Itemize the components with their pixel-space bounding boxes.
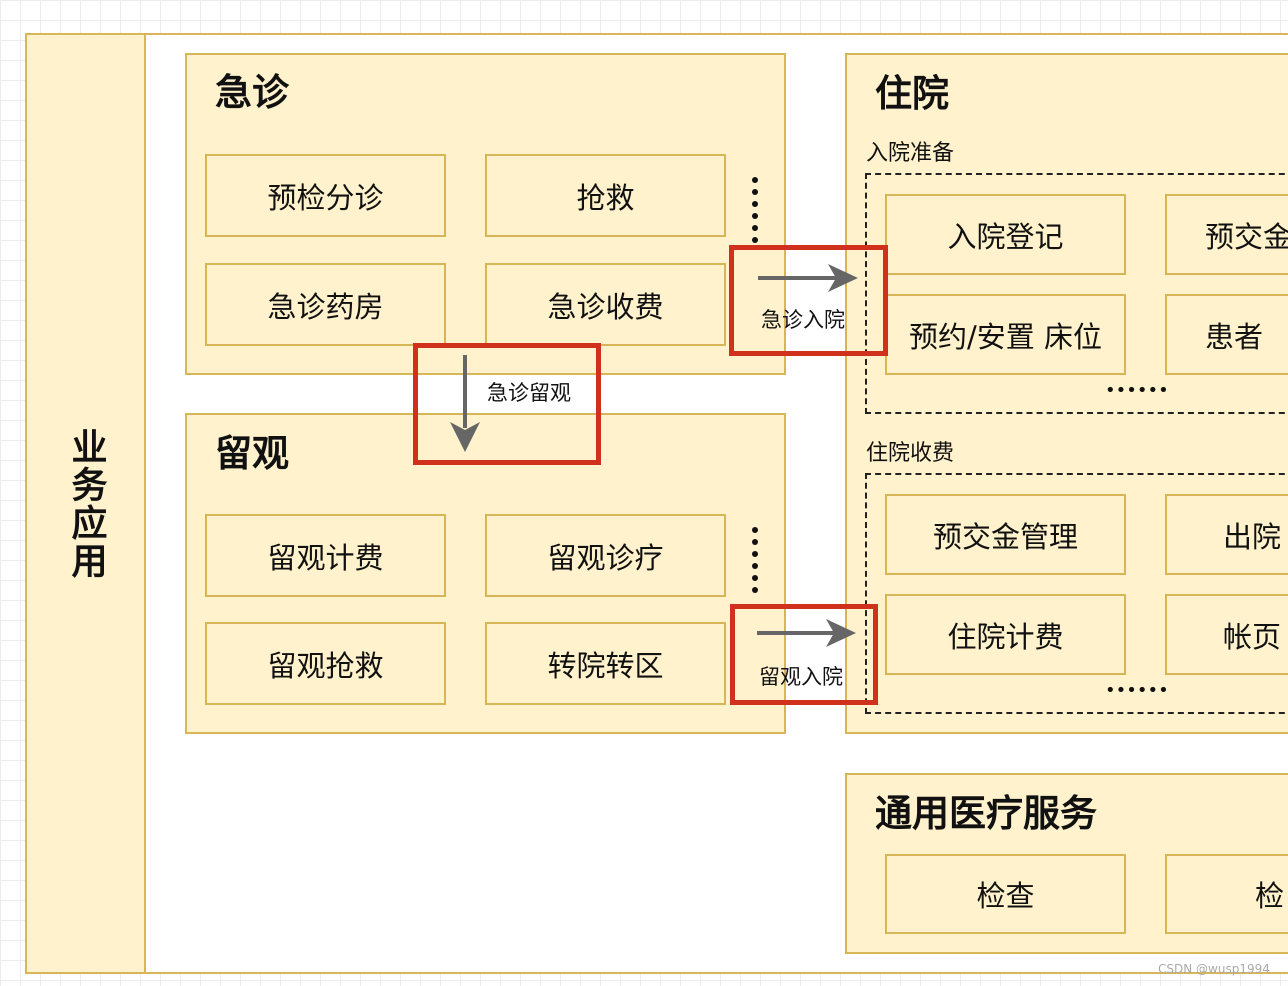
sidebar-panel	[25, 33, 146, 974]
module-lab-test[interactable]: 检	[1165, 854, 1288, 934]
admission-prep-more: ••••••	[1105, 380, 1169, 401]
module-triage[interactable]: 预检分诊	[205, 154, 446, 237]
watermark: CSDN @wusp1994	[1158, 962, 1270, 976]
inpatient-billing-label: 住院收费	[866, 441, 955, 466]
flow-obs-admission-label: 留观入院	[759, 665, 843, 689]
ellipsis-dots-emergency	[752, 177, 758, 243]
module-obs-treatment[interactable]: 留观诊疗	[485, 514, 726, 597]
module-transfer[interactable]: 转院转区	[485, 622, 726, 705]
module-discharge[interactable]: 出院	[1165, 494, 1288, 575]
sidebar-label: 业务应用	[65, 427, 107, 580]
emergency-title: 急诊	[215, 71, 289, 114]
admission-prep-label: 入院准备	[866, 141, 955, 166]
module-admission-register[interactable]: 入院登记	[885, 194, 1126, 275]
arrow-er-to-observation-icon	[450, 355, 480, 452]
flow-er-observation-label: 急诊留观	[487, 381, 571, 405]
inpatient-billing-group	[865, 473, 1288, 714]
flow-er-admission-highlight	[729, 245, 888, 356]
module-prepayment-mgmt[interactable]: 预交金管理	[885, 494, 1126, 575]
arrow-obs-to-admission-icon	[757, 619, 856, 647]
observation-title: 留观	[215, 432, 289, 475]
arrow-er-to-admission-icon	[758, 264, 858, 292]
ellipsis-dots-observation	[752, 527, 758, 593]
module-patient[interactable]: 患者	[1165, 294, 1288, 375]
module-obs-billing[interactable]: 留观计费	[205, 514, 446, 597]
module-inpatient-charges[interactable]: 住院计费	[885, 594, 1126, 675]
module-examination[interactable]: 检查	[885, 854, 1126, 934]
module-er-pharmacy[interactable]: 急诊药房	[205, 263, 446, 346]
flow-obs-admission-highlight	[730, 604, 878, 705]
module-prepayment[interactable]: 预交金	[1165, 194, 1288, 275]
inpatient-title: 住院	[875, 72, 949, 115]
module-rescue[interactable]: 抢救	[485, 154, 726, 237]
module-er-billing[interactable]: 急诊收费	[485, 263, 726, 346]
module-ledger[interactable]: 帐页	[1165, 594, 1288, 675]
module-bed-booking[interactable]: 预约/安置 床位	[885, 294, 1126, 375]
admission-prep-group	[865, 173, 1288, 414]
module-obs-rescue[interactable]: 留观抢救	[205, 622, 446, 705]
flow-er-admission-label: 急诊入院	[761, 308, 845, 332]
general-services-title: 通用医疗服务	[875, 792, 1097, 835]
flow-er-observation-highlight	[413, 343, 601, 465]
inpatient-billing-more: ••••••	[1105, 680, 1169, 701]
